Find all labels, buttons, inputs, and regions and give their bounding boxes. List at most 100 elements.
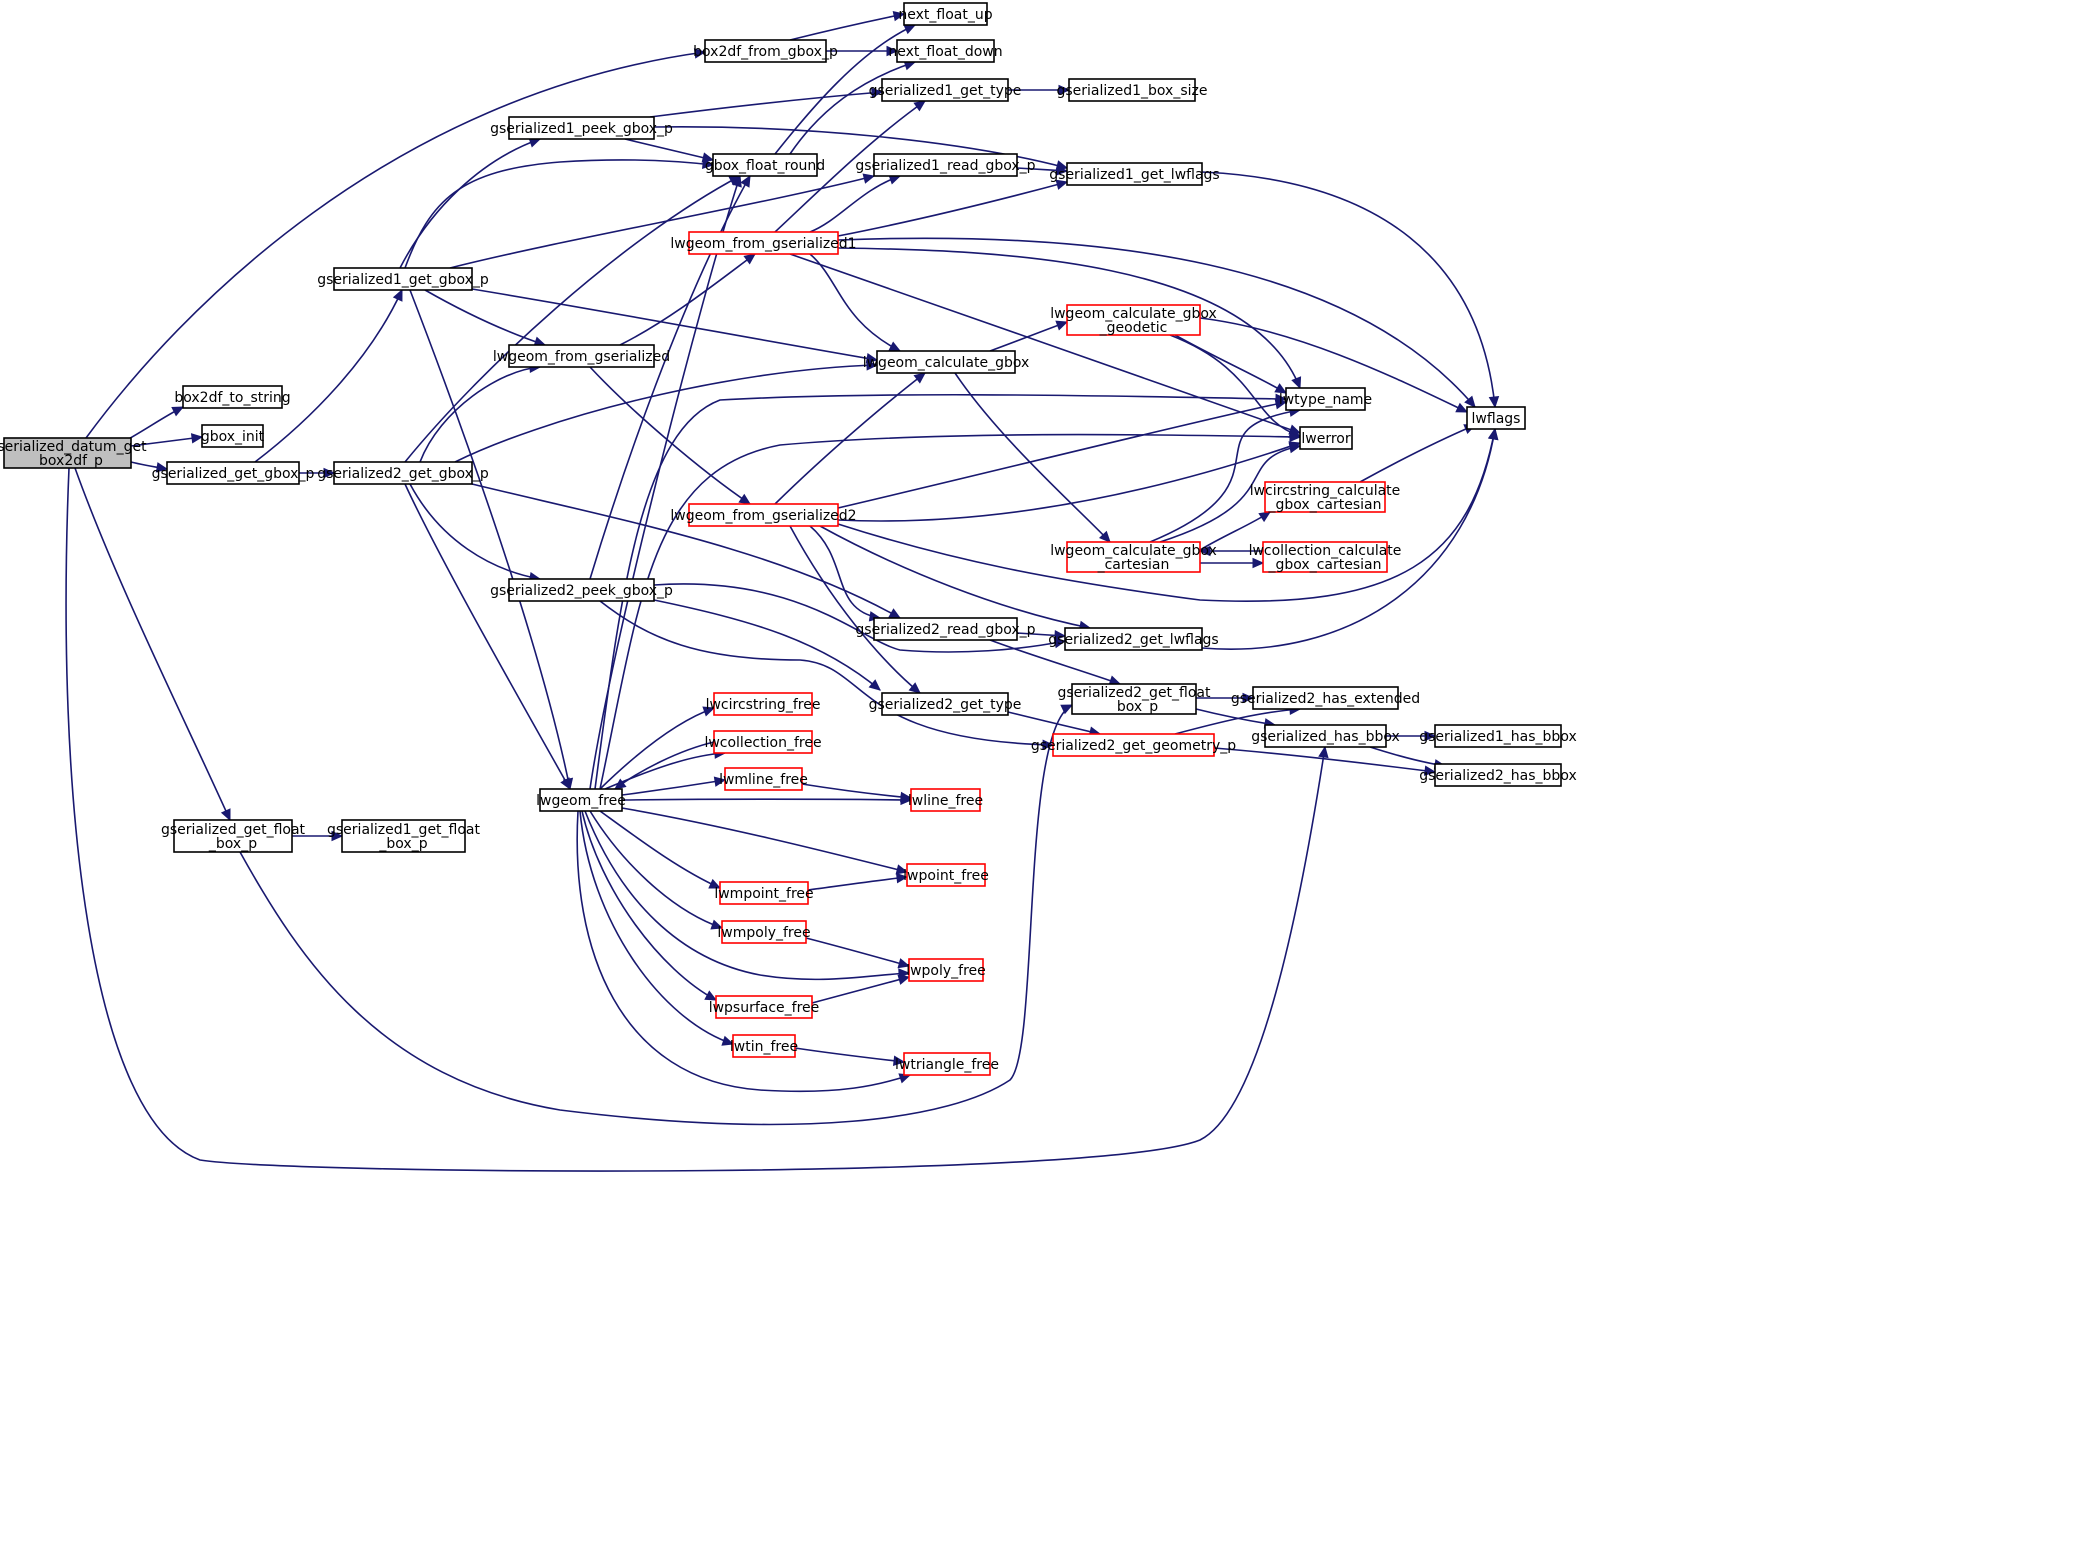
node-box[interactable] <box>719 881 809 905</box>
node-gserialized_get_gbox_p[interactable]: gserialized_get_gbox_p <box>152 461 315 485</box>
node-box[interactable] <box>1052 733 1215 757</box>
node-box[interactable] <box>1466 406 1526 430</box>
node-box[interactable] <box>1434 724 1562 748</box>
node-lwflags[interactable]: lwflags <box>1466 406 1526 430</box>
node-box[interactable] <box>732 1034 796 1058</box>
node-box[interactable] <box>903 2 988 26</box>
node-box[interactable] <box>341 819 466 853</box>
node-box[interactable] <box>688 503 839 527</box>
node-box[interactable] <box>881 692 1009 716</box>
node-box[interactable] <box>1264 724 1387 748</box>
node-box[interactable] <box>166 461 300 485</box>
node-box2df_to_string[interactable]: box2df_to_string <box>174 385 291 409</box>
node-box[interactable] <box>1068 78 1196 102</box>
node-box[interactable] <box>908 958 984 982</box>
node-lwgeom_from_gserialized[interactable]: lwgeom_from_gserialized <box>493 344 670 368</box>
node-gserialized2_has_bbox[interactable]: gserialized2_has_bbox <box>1419 763 1577 787</box>
node-box[interactable] <box>713 692 813 716</box>
node-box[interactable] <box>704 39 827 63</box>
node-gserialized2_peek_gbox_p[interactable]: gserialized2_peek_gbox_p <box>490 578 673 602</box>
node-gserialized2_get_type[interactable]: gserialized2_get_type <box>869 692 1022 716</box>
node-box[interactable] <box>1252 686 1399 710</box>
node-box[interactable] <box>713 730 813 754</box>
node-box[interactable] <box>873 153 1018 177</box>
node-box[interactable] <box>721 920 807 944</box>
node-box[interactable] <box>1066 541 1201 573</box>
node-gserialized1_read_gbox_p[interactable]: gserialized1_read_gbox_p <box>855 153 1036 177</box>
node-box[interactable] <box>910 788 981 812</box>
node-lwcircstring_free[interactable]: lwcircstring_free <box>706 692 821 716</box>
node-box[interactable] <box>876 350 1016 374</box>
node-lwpsurface_free[interactable]: lwpsurface_free <box>709 995 820 1019</box>
node-lwgeom_calculate_gbox_geodetic[interactable]: lwgeom_calculate_gbox_geodetic <box>1050 304 1217 336</box>
node-box[interactable] <box>1066 304 1201 336</box>
node-lwgeom_free[interactable]: lwgeom_free <box>536 788 626 812</box>
node-box[interactable] <box>1264 481 1386 513</box>
node-box[interactable] <box>201 424 264 448</box>
node-lwgeom_calculate_gbox[interactable]: lwgeom_calculate_gbox <box>863 350 1030 374</box>
node-gserialized1_get_type[interactable]: gserialized1_get_type <box>869 78 1022 102</box>
node-gserialized1_get_gbox_p[interactable]: gserialized1_get_gbox_p <box>317 267 489 291</box>
node-box[interactable] <box>3 437 132 469</box>
node-lwgeom_from_gserialized2[interactable]: lwgeom_from_gserialized2 <box>670 503 857 527</box>
node-box[interactable] <box>1285 387 1366 411</box>
node-lwmpoint_free[interactable]: lwmpoint_free <box>714 881 814 905</box>
node-gserialized2_read_gbox_p[interactable]: gserialized2_read_gbox_p <box>855 617 1036 641</box>
node-lwmline_free[interactable]: lwmline_free <box>719 767 808 791</box>
node-gserialized1_get_lwflags[interactable]: gserialized1_get_lwflags <box>1049 162 1220 186</box>
node-gserialized2_get_geometry_p[interactable]: gserialized2_get_geometry_p <box>1031 733 1236 757</box>
node-lwmpoly_free[interactable]: lwmpoly_free <box>717 920 811 944</box>
node-box[interactable] <box>1434 763 1562 787</box>
node-lwline_free[interactable]: lwline_free <box>908 788 983 812</box>
node-lwtriangle_free[interactable]: lwtriangle_free <box>895 1052 999 1076</box>
node-gserialized_datum_get_box2df_p[interactable]: gserialized_datum_get_box2df_p <box>0 437 147 469</box>
node-next_float_down[interactable]: next_float_down <box>888 39 1003 63</box>
node-lwcollection_calculate_gbox_cartesian[interactable]: lwcollection_calculate_gbox_cartesian <box>1249 541 1402 573</box>
node-lwgeom_from_gserialized1[interactable]: lwgeom_from_gserialized1 <box>670 231 857 255</box>
node-box2df_from_gbox_p[interactable]: box2df_from_gbox_p <box>693 39 838 63</box>
node-box[interactable] <box>1066 162 1203 186</box>
node-lwpoint_free[interactable]: lwpoint_free <box>903 863 989 887</box>
node-box[interactable] <box>508 344 655 368</box>
node-lwpoly_free[interactable]: lwpoly_free <box>906 958 986 982</box>
node-box[interactable] <box>903 1052 991 1076</box>
node-lwtin_free[interactable]: lwtin_free <box>730 1034 798 1058</box>
node-gbox_init[interactable]: gbox_init <box>201 424 265 448</box>
node-box[interactable] <box>724 767 803 791</box>
node-box[interactable] <box>333 267 473 291</box>
node-box[interactable] <box>715 995 813 1019</box>
node-lwtype_name[interactable]: lwtype_name <box>1279 387 1372 411</box>
node-next_float_up[interactable]: next_float_up <box>898 2 993 26</box>
node-lwgeom_calculate_gbox_cartesian[interactable]: lwgeom_calculate_gbox_cartesian <box>1050 541 1217 573</box>
node-lwerror[interactable]: lwerror <box>1299 426 1353 450</box>
node-box[interactable] <box>712 153 818 177</box>
node-gserialized_get_float_box_p[interactable]: gserialized_get_float_box_p <box>161 819 306 853</box>
node-box[interactable] <box>873 617 1018 641</box>
node-box[interactable] <box>508 116 655 140</box>
node-gserialized2_get_lwflags[interactable]: gserialized2_get_lwflags <box>1048 627 1219 651</box>
node-gbox_float_round[interactable]: gbox_float_round <box>705 153 825 177</box>
node-box[interactable] <box>539 788 623 812</box>
node-box[interactable] <box>1071 683 1197 715</box>
node-gserialized2_get_float_box_p[interactable]: gserialized2_get_float_box_p <box>1058 683 1212 715</box>
node-box[interactable] <box>508 578 655 602</box>
node-box[interactable] <box>1262 541 1388 573</box>
node-box[interactable] <box>688 231 839 255</box>
node-box[interactable] <box>906 863 986 887</box>
node-gserialized1_box_size[interactable]: gserialized1_box_size <box>1056 78 1208 102</box>
node-gserialized_has_bbox[interactable]: gserialized_has_bbox <box>1251 724 1400 748</box>
node-gserialized2_has_extended[interactable]: gserialized2_has_extended <box>1231 686 1420 710</box>
node-box[interactable] <box>896 39 995 63</box>
node-gserialized1_get_float_box_p[interactable]: gserialized1_get_float_box_p <box>327 819 481 853</box>
node-gserialized1_has_bbox[interactable]: gserialized1_has_bbox <box>1419 724 1577 748</box>
node-box[interactable] <box>182 385 283 409</box>
node-box[interactable] <box>1299 426 1353 450</box>
node-box[interactable] <box>1064 627 1203 651</box>
node-gserialized2_get_gbox_p[interactable]: gserialized2_get_gbox_p <box>317 461 489 485</box>
node-box[interactable] <box>173 819 293 853</box>
node-gserialized1_peek_gbox_p[interactable]: gserialized1_peek_gbox_p <box>490 116 673 140</box>
node-lwcircstring_calculate_gbox_cartesian[interactable]: lwcircstring_calculate_gbox_cartesian <box>1250 481 1401 513</box>
node-lwcollection_free[interactable]: lwcollection_free <box>704 730 822 754</box>
node-box[interactable] <box>881 78 1009 102</box>
node-box[interactable] <box>333 461 473 485</box>
